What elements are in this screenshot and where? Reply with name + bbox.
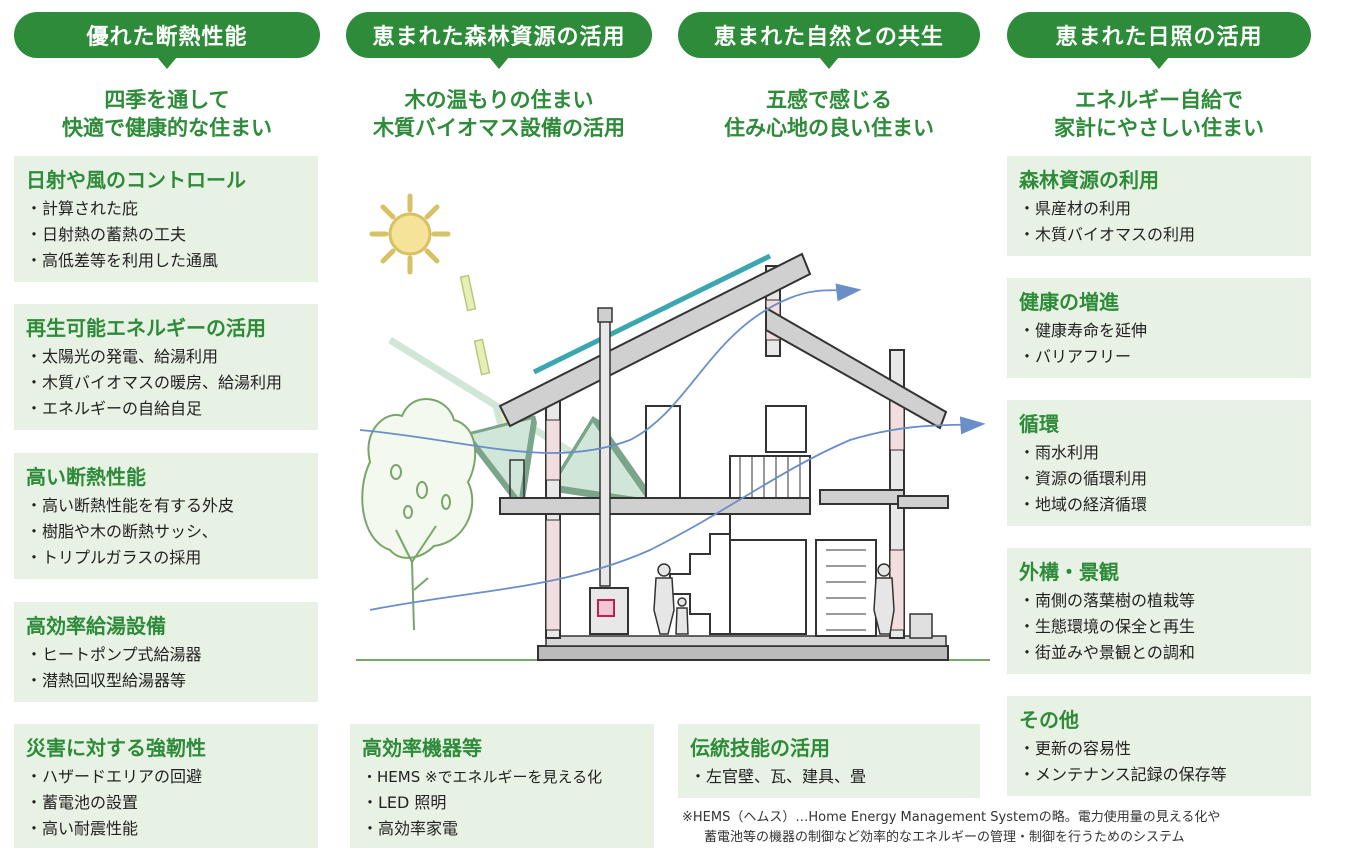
box-item: ・潜熱回収型給湯器等 [26,671,187,690]
box-item: ・県産材の利用 [1019,199,1132,218]
box-item: ・地域の経済循環 [1019,495,1148,514]
box-item: ・街並みや景観との調和 [1019,643,1195,662]
box-item: ・雨水利用 [1019,443,1100,462]
subtitle-line: エネルギー自給で [1075,88,1243,112]
box-efficient-equipment: 高効率機器等 ・HEMS ※でエネルギーを見える化 ・LED 照明 ・高効率家電 [350,724,654,848]
box-item: ・バリアフリー [1019,347,1132,366]
box-exterior-landscape: 外構・景観 ・南側の落葉樹の植栽等 ・生態環境の保全と再生 ・街並みや景観との調… [1007,548,1311,674]
subtitle-line: 木質バイオマス設備の活用 [373,116,625,140]
subtitle-sunlight: エネルギー自給で 家計にやさしい住まい [1007,86,1311,142]
subtitle-line: 快適で健康的な住まい [62,116,272,140]
box-item: ・南側の落葉樹の植栽等 [1019,591,1196,610]
tree-icon [361,398,477,631]
box-item: ・資源の循環利用 [1019,469,1148,488]
box-title: 災害に対する強靭性 [26,736,206,760]
box-item: ・木質バイオマスの暖房、給湯利用 [26,373,283,392]
box-item: ・太陽光の発電、給湯利用 [26,347,219,366]
subtitle-line: 木の温もりの住まい [404,88,594,112]
subtitle-insulation: 四季を通して 快適で健康的な住まい [14,86,320,142]
subtitle-forest: 木の温もりの住まい 木質バイオマス設備の活用 [346,86,652,142]
box-circulation: 循環 ・雨水利用 ・資源の循環利用 ・地域の経済循環 [1007,400,1311,526]
box-item: ・左官壁、瓦、建具、畳 [690,767,867,786]
box-item: ・高効率家電 [362,819,459,838]
box-item: ・健康寿命を延伸 [1019,321,1148,340]
box-title: 日射や風のコントロール [26,168,246,192]
box-item: ・蓄電池の設置 [26,793,139,812]
airflow-arrow-icon [359,283,862,454]
box-other: その他 ・更新の容易性 ・メンテナンス記録の保存等 [1007,696,1311,796]
subtitle-line: 四季を通して [104,88,230,112]
box-item: ・高い耐震性能 [26,819,139,838]
sun-icon [369,193,451,275]
airflow-arrow-icon [369,416,986,611]
family-figures [653,563,895,635]
box-item: ・メンテナンス記録の保存等 [1019,765,1227,784]
box-item: ・日射熱の蓄熱の工夫 [26,225,187,244]
box-title: 高い断熱性能 [26,465,146,489]
box-item: ・更新の容易性 [1019,739,1132,758]
box-item: ・HEMS ※でエネルギーを見える化 [362,768,603,786]
box-item: ・ハザードエリアの回避 [26,767,203,786]
box-item: ・エネルギーの自給自足 [26,399,203,418]
box-title: 高効率給湯設備 [26,614,166,638]
subtitle-line: 家計にやさしい住まい [1054,116,1264,140]
footnote-line: 蓄電池等の機器の制御など効率的なエネルギーの管理・制御を行うためのシステム [704,830,1185,845]
footnote-line: ※HEMS（ヘムス）…Home Energy Management System… [682,810,1221,825]
hems-footnote: ※HEMS（ヘムス）…Home Energy Management System… [682,808,1342,848]
box-item: ・高い断熱性能を有する外皮 [26,496,235,515]
box-title: 伝統技能の活用 [690,736,830,760]
box-item: ・高低差等を利用した通風 [26,251,219,270]
box-health: 健康の増進 ・健康寿命を延伸 ・バリアフリー [1007,278,1311,378]
box-title: 外構・景観 [1019,560,1119,584]
box-title: 高効率機器等 [362,736,482,760]
header-pill-sunlight: 恵まれた日照の活用 [1007,12,1311,69]
box-item: ・生態環境の保全と再生 [1019,617,1196,636]
box-water-heating: 高効率給湯設備 ・ヒートポンプ式給湯器 ・潜熱回収型給湯器等 [14,602,318,702]
box-renewable-energy: 再生可能エネルギーの活用 ・太陽光の発電、給湯利用 ・木質バイオマスの暖房、給湯… [14,304,318,430]
box-disaster-resilience: 災害に対する強靭性 ・ハザードエリアの回避 ・蓄電池の設置 ・高い耐震性能 [14,724,318,848]
box-item: ・LED 照明 [362,793,447,812]
house-illustration [356,193,990,661]
subtitle-nature: 五感で感じる 住み心地の良い住まい [678,86,980,142]
header-pill-forest: 恵まれた森林資源の活用 [346,12,652,69]
box-item: ・ヒートポンプ式給湯器 [26,645,202,664]
sun-ray-icon [459,274,513,444]
box-sun-wind-control: 日射や風のコントロール ・計算された庇 ・日射熱の蓄熱の工夫 ・高低差等を利用し… [14,156,318,282]
box-high-insulation: 高い断熱性能 ・高い断熱性能を有する外皮 ・樹脂や木の断熱サッシ、 ・トリプルガ… [14,453,318,579]
box-item: ・計算された庇 [26,199,139,218]
box-title: 森林資源の利用 [1019,168,1159,192]
house-structure [498,252,949,661]
box-title: 再生可能エネルギーの活用 [26,316,266,340]
box-title: その他 [1019,708,1079,732]
box-item: ・トリプルガラスの採用 [26,548,202,567]
box-title: 健康の増進 [1019,290,1119,314]
header-pill-insulation: 優れた断熱性能 [14,12,320,69]
box-title: 循環 [1019,412,1059,436]
subtitle-line: 五感で感じる [766,88,892,112]
box-forest-resources: 森林資源の利用 ・県産材の利用 ・木質バイオマスの利用 [1007,156,1311,256]
box-traditional-skills: 伝統技能の活用 ・左官壁、瓦、建具、畳 [678,724,980,798]
header-pill-nature: 恵まれた自然との共生 [678,12,980,69]
box-item: ・木質バイオマスの利用 [1019,225,1196,244]
box-item: ・樹脂や木の断熱サッシ、 [26,522,218,541]
subtitle-line: 住み心地の良い住まい [724,116,934,140]
